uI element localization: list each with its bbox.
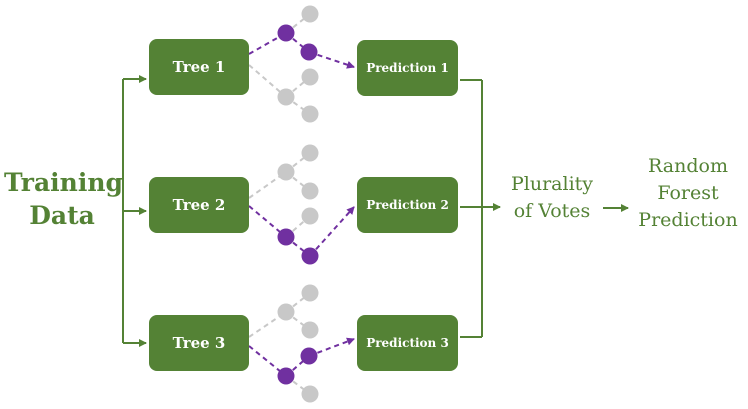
decision-node <box>277 228 295 246</box>
tree-1-nodes <box>277 5 319 123</box>
tree-2-nodes <box>277 144 319 265</box>
tree-3-box: Tree 3 <box>149 315 249 371</box>
leaf-node <box>301 5 319 23</box>
input-connector <box>122 75 147 347</box>
leaf-node <box>301 182 319 200</box>
decision-node <box>277 88 295 106</box>
tree-1-path <box>248 13 355 115</box>
tree-1-box: Tree 1 <box>149 39 249 95</box>
decision-node <box>277 367 295 385</box>
prediction-2-box: Prediction 2 <box>357 177 458 233</box>
tree-3-nodes <box>277 284 319 403</box>
leaf-node <box>301 105 319 123</box>
decision-node <box>277 163 295 181</box>
decision-node <box>277 24 295 42</box>
leaf-node <box>301 144 319 162</box>
decision-node <box>277 303 295 321</box>
tree-3-path <box>248 292 355 395</box>
random-forest-prediction-label: Random Forest Prediction <box>630 153 746 234</box>
output-line-2: Forest <box>657 182 719 204</box>
leaf-node <box>301 68 319 86</box>
leaf-node <box>301 385 319 403</box>
plurality-line-2: of Votes <box>513 200 591 222</box>
leaf-node <box>301 207 319 225</box>
tree-2-box: Tree 2 <box>149 177 249 233</box>
training-data-label: Training Data <box>4 166 123 232</box>
leaf-node <box>301 284 319 302</box>
selected-leaf-node <box>300 347 318 365</box>
prediction-3-box: Prediction 3 <box>357 315 458 371</box>
selected-leaf-node <box>300 43 318 61</box>
leaf-node <box>301 321 319 339</box>
training-data-line-2: Data <box>29 201 95 230</box>
training-data-line-1: Training <box>4 168 123 197</box>
plurality-line-1: Plurality <box>510 173 594 195</box>
prediction-1-box: Prediction 1 <box>357 40 458 96</box>
plurality-of-votes-label: Plurality of Votes <box>499 171 605 225</box>
tree-2-path <box>248 152 355 257</box>
selected-leaf-node <box>301 247 319 265</box>
output-line-1: Random <box>648 155 728 177</box>
output-connector <box>460 79 629 338</box>
output-line-3: Prediction <box>638 209 738 231</box>
